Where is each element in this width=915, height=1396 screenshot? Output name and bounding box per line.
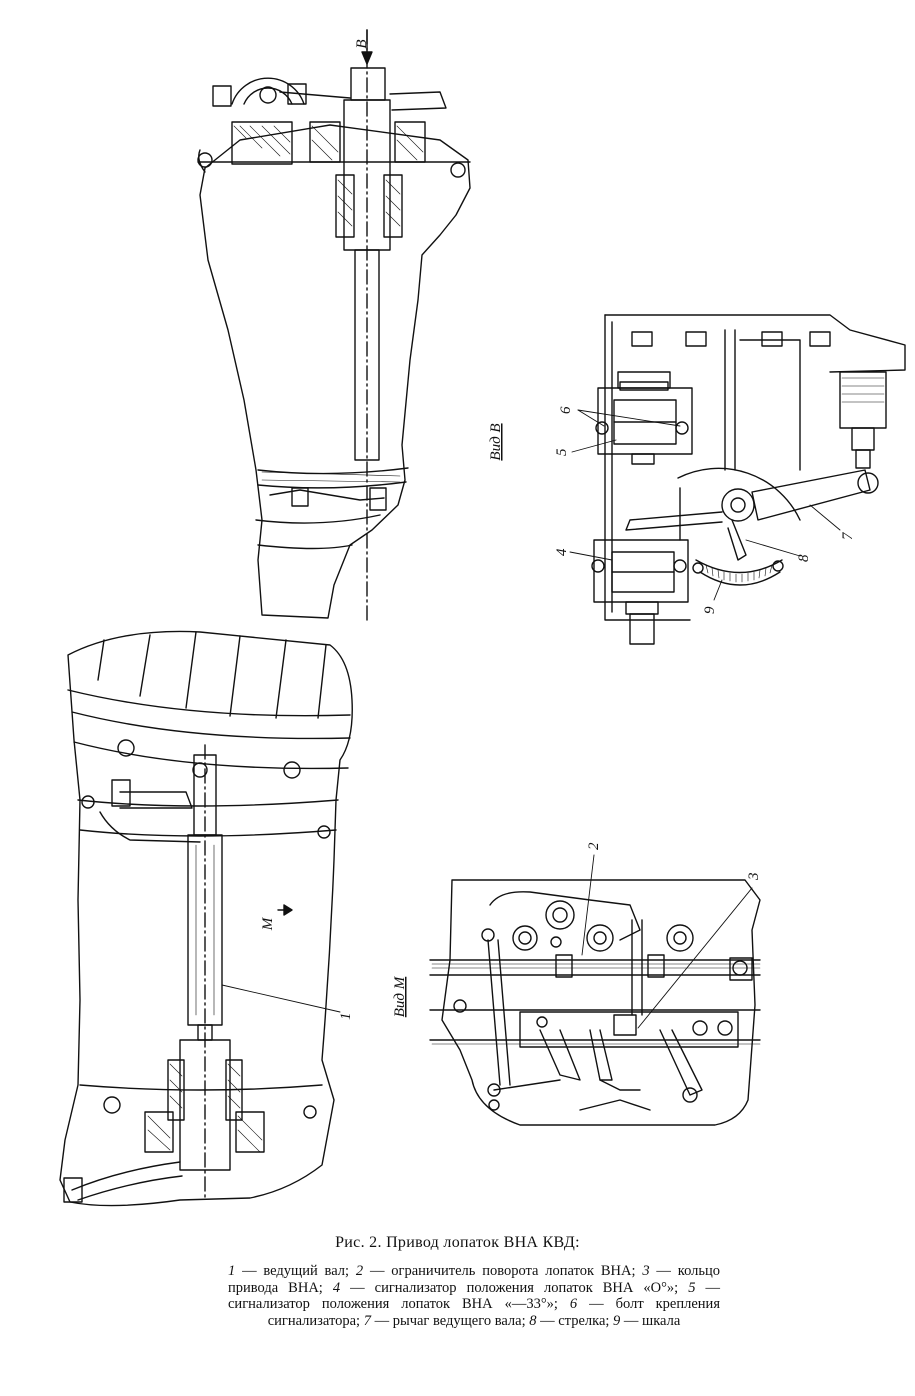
housing-main-view (59, 630, 353, 1207)
technical-drawing: В М Вид В Вид М 1 2 3 4 5 6 7 8 9 (59, 29, 906, 1207)
legend-item: 8 — стрелка; (529, 1312, 614, 1329)
legend-item: 6 — болт крепления сигнализатора; (267, 1296, 720, 1329)
arrow-b (361, 29, 373, 65)
callout-9: 9 (702, 606, 718, 614)
view-m-drawing (429, 879, 761, 1126)
view-b-drawing (591, 314, 906, 645)
callout-4: 4 (554, 548, 570, 556)
housing-top-view (197, 29, 471, 621)
legend-item: 2 — ограничитель поворота лопаток ВНА; (355, 1263, 643, 1279)
callout-1: 1 (338, 1013, 354, 1021)
caption-legend: 1 — ведущий вал; 2 — ограничитель поворо… (228, 1263, 720, 1329)
callout-2: 2 (586, 842, 602, 850)
leader-1 (221, 984, 341, 1013)
figure-caption: Рис. 2. Привод лопаток ВНА КВД: (0, 1234, 915, 1258)
legend-item: 5 — сигнализатор положения лопаток ВНА «… (228, 1279, 721, 1313)
view-b-title: Вид В (488, 423, 504, 460)
housing-main-hatching (147, 844, 263, 1153)
legend-item: 1 — ведущий вал; (228, 1263, 356, 1279)
view-m-hatching (431, 963, 761, 1045)
callout-7: 7 (840, 531, 856, 540)
view-b-leaders (569, 409, 841, 601)
housing-top-hatching (233, 125, 424, 483)
legend-item: 4 — сигнализатор положения лопаток ВНА «… (332, 1279, 689, 1296)
arrow-m-label: М (260, 916, 276, 931)
callout-6: 6 (558, 406, 574, 414)
view-b-scale-ticks (705, 377, 885, 583)
legend-item: 9 — шкала (613, 1312, 681, 1329)
callout-3: 3 (746, 873, 762, 882)
callout-5: 5 (554, 448, 570, 456)
caption-title: Рис. 2. Привод лопаток ВНА КВД: (335, 1234, 580, 1251)
arrow-b-label: В (354, 39, 370, 48)
view-m-title: Вид М (392, 975, 408, 1017)
legend-item: 7 — рычаг ведущего вала; (363, 1312, 530, 1329)
callout-8: 8 (796, 554, 812, 562)
view-m-leaders (581, 854, 753, 1029)
legend-item: 3 — кольцо привода ВНА; (228, 1263, 720, 1296)
